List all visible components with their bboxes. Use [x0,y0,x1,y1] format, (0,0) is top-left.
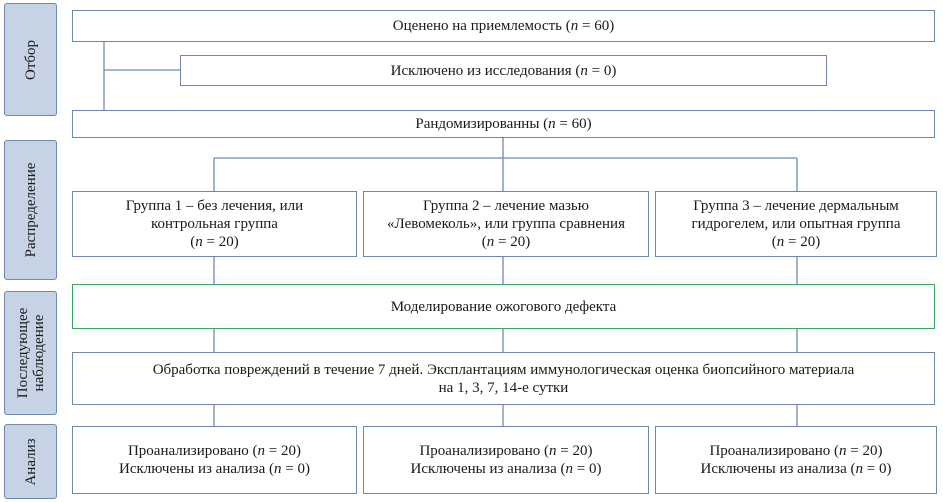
analysis-box-3: Проанализировано (n = 20) Исключены из а… [655,426,937,494]
assessed-count: = 60) [578,18,615,34]
randomized-n-symbol: n [548,116,556,132]
phase-followup-line1: Последующее [14,307,31,399]
randomized-count: = 60) [555,116,592,132]
modeling-text: Моделирование ожогового дефекта [390,298,617,315]
phase-analysis: Анализ [4,424,57,499]
processing-line1: Обработка повреждений в течение 7 дней. … [152,361,855,378]
phase-selection: Отбор [4,3,57,116]
analysis-1-analyzed: Проанализировано (n = 20) [127,443,302,459]
phase-allocation: Распределение [4,140,57,280]
phase-analysis-label: Анализ [22,437,39,486]
processing-line2: на 1, 3, 7, 14-е сутки [438,379,569,396]
analysis-1-excluded: Исключены из анализа (n = 0) [119,461,310,477]
group-3-line1: Группа 3 – лечение дермальным [693,198,899,214]
processing-box: Обработка повреждений в течение 7 дней. … [72,352,935,405]
group-1-n: (n = 20) [190,234,239,250]
excluded-n-symbol: n [580,62,588,79]
analysis-box-1: Проанализировано (n = 20) Исключены из а… [72,426,357,494]
excluded-text: Исключено из исследования ( [390,62,581,79]
modeling-box: Моделирование ожогового дефекта [72,284,935,329]
assessed-box: Оценено на приемлемость (n = 60) [72,10,935,42]
analysis-3-analyzed: Проанализировано (n = 20) [709,443,883,459]
assessed-n-symbol: n [570,18,579,34]
group-3-n: (n = 20) [771,234,821,250]
assessed-text: Оценено на приемлемость ( [392,18,571,34]
phase-allocation-label: Распределение [22,162,39,258]
group-2-line2: «Левомеколь», или группа сравнения [387,216,625,232]
analysis-2-analyzed: Проанализировано (n = 20) [419,443,593,459]
analysis-3-excluded: Исключены из анализа (n = 0) [700,461,892,477]
phase-followup-line2: наблюдение [30,314,47,392]
phase-selection-label: Отбор [22,39,39,80]
group-2-box: Группа 2 – лечение мазью «Левомеколь», и… [363,191,649,257]
group-3-box: Группа 3 – лечение дермальным гидрогелем… [655,191,937,257]
group-2-n: (n = 20) [481,234,531,250]
group-1-box: Группа 1 – без лечения, или контрольная … [72,191,357,257]
excluded-count: = 0) [587,62,617,79]
group-1-line2: контрольная группа [151,216,278,232]
randomized-text: Рандомизированны ( [415,116,549,132]
excluded-box: Исключено из исследования (n = 0) [180,55,827,86]
randomized-box: Рандомизированны (n = 60) [72,110,935,138]
analysis-box-2: Проанализировано (n = 20) Исключены из а… [363,426,649,494]
group-2-line1: Группа 2 – лечение мазью [423,198,589,214]
phase-followup-label: Последующее наблюдение [15,308,47,399]
group-3-line2: гидрогелем, или опытная группа [691,216,901,232]
analysis-2-excluded: Исключены из анализа (n = 0) [410,461,602,477]
group-1-line1: Группа 1 – без лечения, или [125,198,304,214]
phase-followup: Последующее наблюдение [4,291,57,415]
